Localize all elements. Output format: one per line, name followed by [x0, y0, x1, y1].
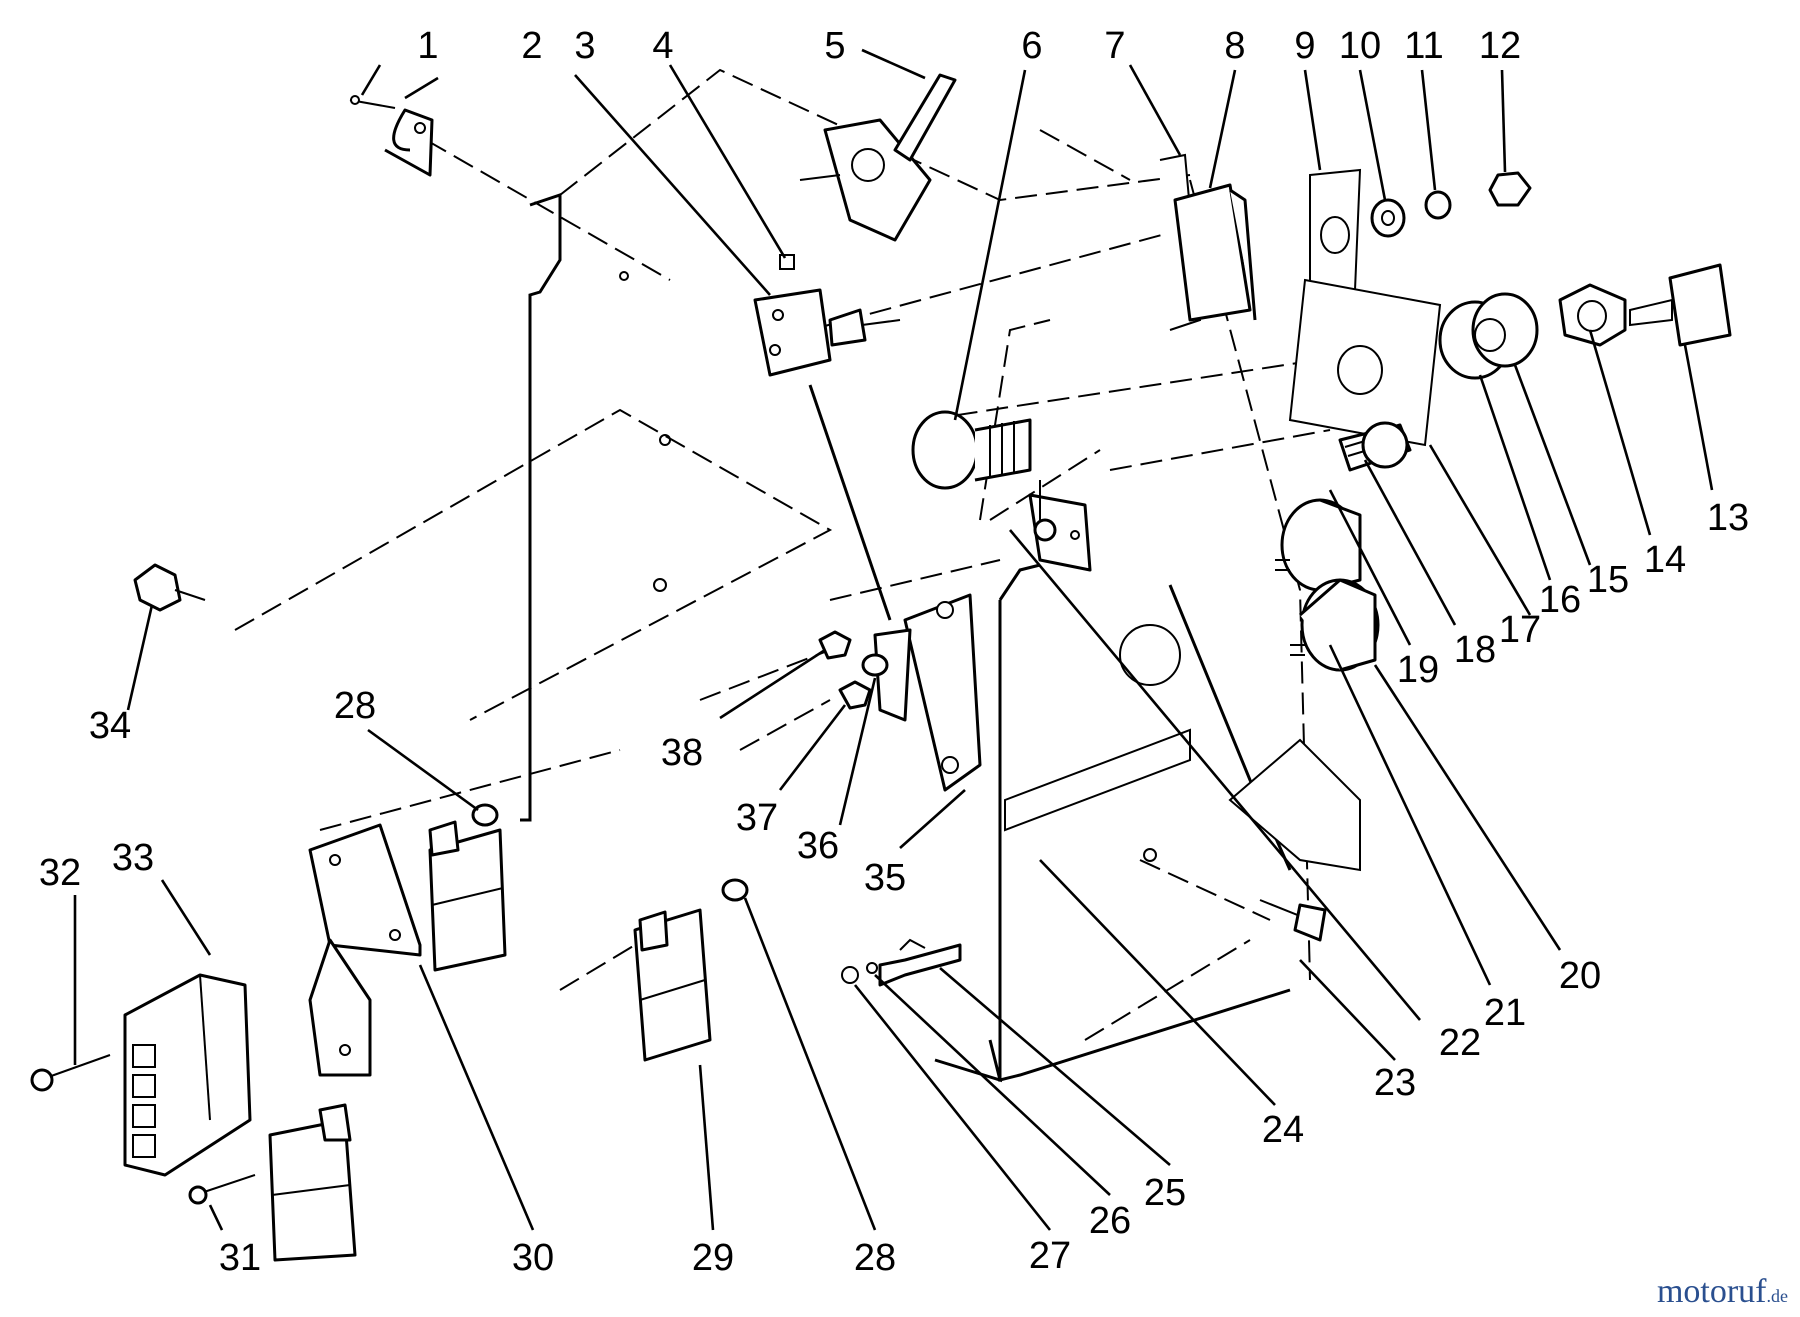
callout-33: 33: [112, 837, 154, 879]
callout-31: 31: [219, 1237, 261, 1279]
callout-27: 27: [1029, 1235, 1071, 1277]
part-30-relay: [428, 820, 507, 972]
callout-12: 12: [1479, 25, 1521, 67]
part-1-pin: [349, 95, 396, 109]
part-6-plug: [911, 410, 1032, 490]
callout-11: 11: [1404, 25, 1443, 67]
part-10-washer: [1370, 198, 1406, 238]
part-28-nut-upper: [471, 803, 499, 827]
control-panel: [520, 68, 1361, 1083]
leader-lines: [73, 48, 1714, 1231]
part-18-ignition-switch: [1338, 421, 1412, 472]
callout-21: 21: [1484, 992, 1526, 1034]
part-28-nut-lower: [721, 878, 749, 902]
watermark-tld: .de: [1766, 1286, 1789, 1306]
callout-4: 4: [652, 25, 673, 67]
callout-28-upper: 28: [334, 685, 376, 727]
part-8-rocker-switch: [1173, 183, 1257, 322]
assembly-lines: [234, 124, 1351, 1041]
callout-36: 36: [797, 825, 839, 867]
part-30-mount-bracket: [308, 823, 422, 1077]
callout-17: 17: [1499, 609, 1541, 651]
callout-22: 22: [1439, 1022, 1481, 1064]
watermark-brand: motoruf: [1656, 1273, 1767, 1310]
callout-15: 15: [1587, 559, 1629, 601]
part-38-nut: [818, 630, 852, 660]
callout-32: 32: [39, 852, 81, 894]
part-37-nut: [838, 680, 872, 710]
part-13-key: [1629, 263, 1732, 347]
callout-26: 26: [1089, 1200, 1131, 1242]
callout-25: 25: [1144, 1172, 1186, 1214]
part-33-connector: [123, 973, 252, 1177]
watermark-logo: motoruf.de: [1657, 1273, 1788, 1311]
callout-9: 9: [1294, 25, 1315, 67]
callout-7: 7: [1104, 25, 1125, 67]
callout-8: 8: [1224, 25, 1245, 67]
part-4-nut: [779, 254, 795, 270]
callout-19: 19: [1397, 649, 1439, 691]
callout-20: 20: [1559, 955, 1601, 997]
part-29-relay: [633, 908, 712, 1062]
part-15-16-washers: [1438, 292, 1539, 380]
callout-14: 14: [1644, 539, 1686, 581]
part-3-toggle-switch: [753, 288, 901, 377]
callout-29: 29: [692, 1237, 734, 1279]
callout-24: 24: [1262, 1109, 1304, 1151]
callout-1: 1: [417, 25, 438, 67]
callout-labels: 1 2 3 4 5 6 7 8 9 10 11 12 13 14 15 16 1…: [39, 25, 1749, 1279]
part-2-clip: [384, 108, 434, 177]
callout-18: 18: [1454, 629, 1496, 671]
callout-2: 2: [521, 25, 542, 67]
part-34-bolt: [133, 563, 206, 612]
callout-5: 5: [824, 25, 845, 67]
part-9-plate: [1309, 168, 1362, 291]
part-14-nut: [1558, 283, 1627, 347]
callout-10: 10: [1339, 25, 1381, 67]
part-22-bracket: [1028, 480, 1092, 572]
part-25-bracket: [878, 938, 962, 987]
callout-6: 6: [1021, 25, 1042, 67]
part-11-washer: [1424, 190, 1452, 220]
part-23-bolt: [1259, 899, 1327, 942]
callout-13: 13: [1707, 497, 1749, 539]
part-26-27-washer-nut: [841, 962, 878, 984]
part-20-gauge: [1290, 578, 1380, 672]
callout-16: 16: [1539, 579, 1581, 621]
part-36-washer: [861, 653, 889, 677]
part-17-plate: [1288, 278, 1442, 447]
callout-23: 23: [1374, 1062, 1416, 1104]
part-31-relay: [188, 1103, 357, 1262]
callout-37: 37: [736, 797, 778, 839]
callout-30: 30: [512, 1237, 554, 1279]
part-32-screw: [30, 1054, 111, 1092]
callout-35: 35: [864, 857, 906, 899]
part-19-gauge: [1275, 498, 1362, 592]
part-5-interlock-switch: [799, 73, 957, 242]
callout-34: 34: [89, 705, 131, 747]
part-12-nut: [1488, 171, 1532, 207]
callout-38: 38: [661, 732, 703, 774]
callout-28-lower: 28: [854, 1237, 896, 1279]
callout-3: 3: [574, 25, 595, 67]
part-35-bracket: [873, 593, 982, 792]
